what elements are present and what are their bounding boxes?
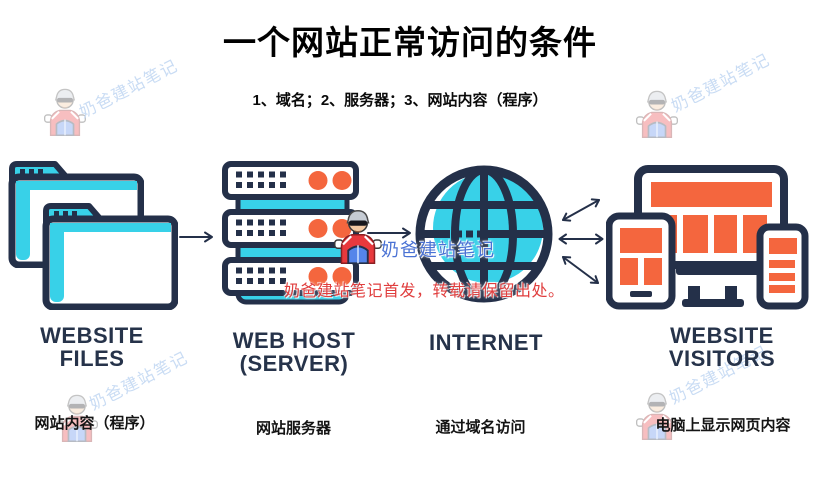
label-line: WEB HOST (232, 328, 356, 353)
label-line: (SERVER) (239, 351, 349, 376)
watermark-top-right: 奶爸建站笔记 (636, 51, 773, 143)
label-line: VISITORS (668, 346, 776, 371)
caption-website-files: 网站内容（程序） (34, 415, 155, 432)
label-internet: INTERNET (400, 331, 572, 354)
watermark-notice-text: 奶爸建站笔记首发，转载请保留出处。 (284, 283, 565, 300)
label-line: FILES (59, 346, 125, 371)
label-line: WEBSITE (670, 323, 774, 348)
caption-internet: 通过域名访问 (435, 419, 526, 436)
devices-icon (606, 165, 809, 310)
server-icon (222, 161, 359, 305)
arrow-right-icon (367, 227, 411, 239)
watermark-top-left: 奶爸建站笔记 (44, 57, 181, 141)
globe-icon (415, 165, 553, 303)
label-web-host: WEB HOST (SERVER) (208, 329, 380, 375)
caption-web-host: 网站服务器 (255, 420, 331, 437)
double-arrow-icon (558, 198, 604, 284)
watermark-brand-text: 奶爸建站笔记 (381, 240, 495, 260)
arrow-right-icon (179, 231, 213, 243)
caption-website-visitors: 电脑上显示网页内容 (655, 417, 791, 434)
page-subtitle: 1、域名；2、服务器；3、网站内容（程序） (252, 92, 548, 109)
folders-icon (6, 158, 178, 310)
label-line: INTERNET (429, 330, 543, 355)
mascot-avatar-icon (334, 207, 382, 264)
page-title: 一个网站正常访问的条件 (223, 24, 597, 61)
label-line: WEBSITE (40, 323, 144, 348)
label-website-visitors: WEBSITE VISITORS (633, 324, 811, 370)
label-website-files: WEBSITE FILES (8, 324, 176, 370)
